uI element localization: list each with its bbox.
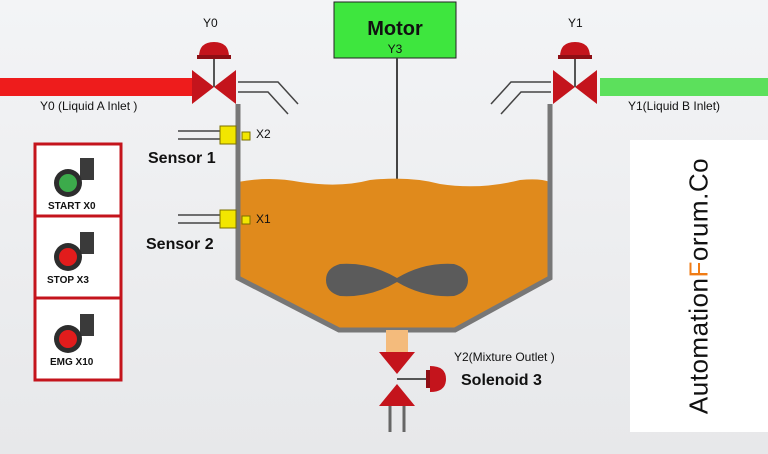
emg-button-label: EMG X10	[50, 357, 94, 368]
liquid-a-pipe	[0, 78, 200, 96]
brand-watermark: AutomationForum.Co	[630, 140, 768, 432]
outlet-pipe	[386, 330, 408, 352]
sensor-1-label: Sensor 1	[148, 150, 216, 167]
level-sensor-x1	[178, 209, 251, 229]
inlet-valve-y0[interactable]	[192, 42, 236, 104]
valve-y2-label: Y2(Mixture Outlet )	[454, 350, 555, 364]
valve-y1-tag: Y1	[568, 16, 583, 30]
valve-y1-label: Y1(Liquid B Inlet)	[628, 99, 721, 113]
outlet-valve-y2[interactable]	[379, 352, 446, 406]
stop-button-label: STOP X3	[47, 275, 89, 286]
inlet-valve-y1[interactable]	[553, 42, 597, 104]
liquid-a-stream	[238, 81, 299, 115]
start-button[interactable]	[54, 158, 94, 197]
liquid-b-stream	[490, 81, 551, 115]
sensor-x1-tag: X1	[256, 212, 271, 226]
emergency-button[interactable]	[54, 314, 94, 353]
liquid-b-pipe	[600, 78, 768, 96]
valve-y0-label: Y0 (Liquid A Inlet )	[40, 99, 138, 113]
valve-y0-tag: Y0	[203, 16, 218, 30]
motor-box	[333, 1, 457, 59]
sensor-x2-tag: X2	[256, 127, 271, 141]
solenoid-3-label: Solenoid 3	[461, 372, 542, 389]
motor-title: Motor	[367, 18, 423, 40]
motor-tag: Y3	[387, 42, 403, 56]
brand-logo: AutomationForum.Co	[683, 157, 714, 415]
agitator-blade	[326, 263, 468, 297]
level-sensor-x2	[178, 125, 251, 145]
tank-liquid	[238, 178, 550, 330]
stop-button[interactable]	[54, 232, 94, 271]
start-button-label: START X0	[48, 201, 96, 212]
sensor-2-label: Sensor 2	[146, 236, 214, 253]
